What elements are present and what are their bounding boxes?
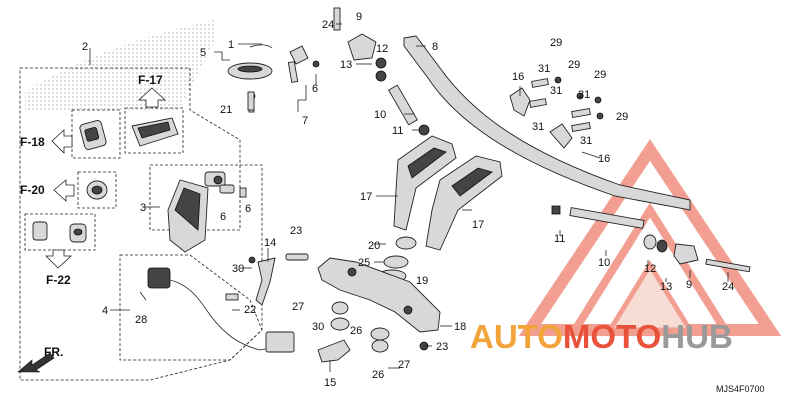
callout-31: 31 [550, 85, 562, 97]
key-cylinder-cover [227, 44, 273, 113]
callout-20: 20 [368, 240, 380, 252]
callout-31: 31 [578, 89, 590, 101]
ignition-switch [167, 171, 247, 253]
drawing-code: MJS4F0700 [716, 384, 765, 394]
watermark-logo: AUTOMOTOHUB [470, 318, 733, 355]
svg-text:AUTOMOTOHUB: AUTOMOTOHUB [470, 318, 733, 355]
callout-29: 29 [550, 37, 562, 49]
right-brackets [509, 76, 604, 149]
callout-1: 1 [228, 39, 234, 51]
arrow-down-icon [45, 249, 73, 269]
callout-22: 22 [244, 304, 256, 316]
callout-9: 9 [356, 11, 362, 23]
key [287, 45, 320, 83]
callout-11: 11 [392, 125, 403, 137]
watermark-part-3: HUB [661, 318, 733, 355]
callout-13: 13 [660, 281, 672, 293]
watermark-triangle [518, 139, 782, 336]
callout-28: 28 [135, 314, 147, 326]
bolt-23 [285, 253, 309, 261]
bolt-21 [247, 91, 255, 111]
callout-23: 23 [436, 341, 448, 353]
callout-3: 3 [140, 202, 146, 214]
callout-30: 30 [232, 263, 244, 275]
callout-18: 18 [454, 321, 466, 333]
callout-6: 6 [220, 211, 226, 223]
callout-27: 27 [292, 301, 304, 313]
callout-14: 14 [264, 237, 276, 249]
callout-11: 11 [554, 233, 565, 245]
callout-4: 4 [102, 305, 108, 317]
arrow-up-icon [137, 87, 167, 108]
assembly-frame-3 [149, 164, 241, 231]
switch-housing-parts [32, 117, 179, 243]
arrow-left-icon [51, 129, 73, 154]
leader-lines [89, 23, 729, 372]
callout-7: 7 [302, 115, 308, 127]
callout-5: 5 [200, 47, 206, 59]
arrow-left-icon [53, 179, 75, 202]
handlebar-holder-right [425, 155, 503, 251]
callout-21: 21 [220, 104, 232, 116]
callout-2: 2 [82, 41, 88, 53]
callout-8: 8 [432, 41, 438, 53]
callout-24: 24 [322, 19, 334, 31]
assembly-frame-2 [19, 67, 263, 381]
top-bridge-hole [347, 267, 357, 277]
wire-harness [139, 267, 295, 353]
callout-16: 16 [598, 153, 610, 165]
assembly-frame-4 [119, 254, 263, 361]
callout-labels: 2 5 1 3 4 21 6 6 6 7 24 9 12 13 10 11 8 … [82, 11, 734, 389]
callout-31: 31 [532, 121, 544, 133]
watermark-part-2: MOTO [563, 318, 661, 355]
callout-29: 29 [594, 69, 606, 81]
callout-12: 12 [376, 43, 388, 55]
small-parts [317, 301, 390, 363]
callout-23: 23 [290, 225, 302, 237]
stippled-panel [25, 20, 215, 112]
callout-13: 13 [340, 59, 352, 71]
callout-31: 31 [580, 135, 592, 147]
ref-box-f17 [124, 107, 184, 154]
callout-17: 17 [472, 219, 484, 231]
callout-19: 19 [416, 275, 428, 287]
callout-30: 30 [312, 321, 324, 333]
callout-16: 16 [512, 71, 524, 83]
handlebar-holder-left [393, 135, 457, 231]
callout-31: 31 [538, 63, 550, 75]
callout-6: 6 [312, 83, 318, 95]
switch-bracket [225, 256, 276, 306]
ref-f20: F-20 [20, 183, 45, 197]
callout-9: 9 [686, 279, 692, 291]
ref-f22: F-22 [46, 273, 71, 287]
callout-15: 15 [324, 377, 336, 389]
ref-box-f20 [77, 171, 117, 209]
callout-10: 10 [374, 109, 386, 121]
callout-17: 17 [360, 191, 372, 203]
front-direction-arrow: FR. [17, 345, 63, 373]
watermark-part-1: AUTO [470, 318, 563, 355]
handlebar [403, 35, 691, 211]
ref-f17: F-17 [138, 73, 163, 87]
front-label: FR. [44, 345, 63, 359]
callout-25: 25 [358, 257, 370, 269]
handlebar-weight-left [333, 7, 430, 136]
callout-12: 12 [644, 263, 656, 275]
callout-27: 27 [398, 359, 410, 371]
ref-box-f18 [71, 109, 121, 159]
handlebar-weight-right [551, 205, 751, 273]
callout-26: 26 [372, 369, 384, 381]
callout-6: 6 [245, 203, 251, 215]
callout-29: 29 [568, 59, 580, 71]
callout-29: 29 [616, 111, 628, 123]
ref-f18: F-18 [20, 135, 45, 149]
top-bridge-hole [403, 305, 413, 315]
callout-10: 10 [598, 257, 610, 269]
callout-24: 24 [722, 281, 734, 293]
callout-26: 26 [350, 325, 362, 337]
